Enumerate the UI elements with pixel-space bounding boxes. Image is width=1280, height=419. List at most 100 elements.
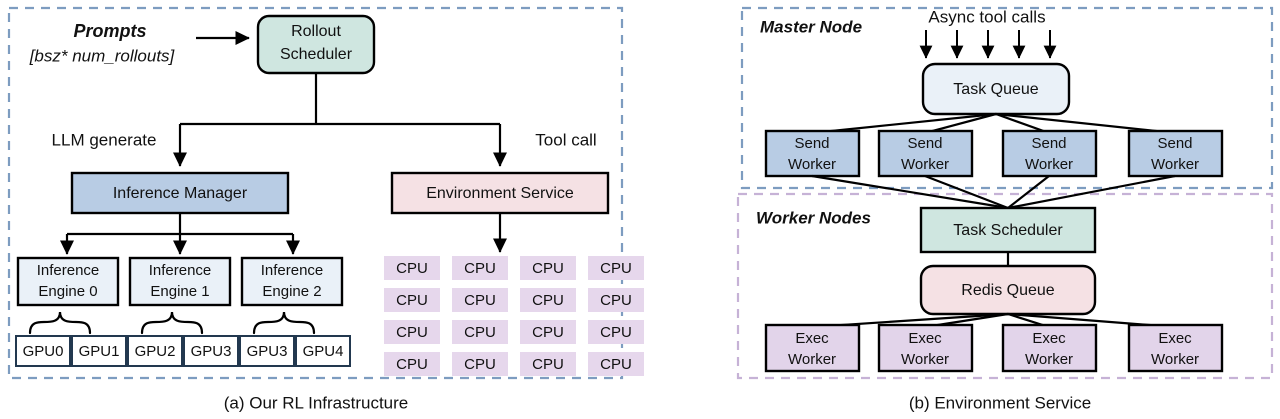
worker-nodes-panel-border xyxy=(736,192,1274,380)
task-scheduler-label: Task Scheduler xyxy=(953,222,1063,239)
task-queue-to-send-workers-connector xyxy=(811,112,1176,135)
inference-engine-0-node[interactable]: Inference Engine 0 xyxy=(16,256,120,307)
inference-engine-2-box xyxy=(240,256,344,307)
send-worker-1-label-2: Worker xyxy=(901,156,949,173)
cpu-cell-r2c2[interactable]: CPU xyxy=(520,320,576,344)
inference-engine-2-label-2: Engine 2 xyxy=(262,283,321,300)
rollout-scheduler-label-2: Scheduler xyxy=(280,46,353,63)
cpu-grid: CPU CPU CPU CPU CPU xyxy=(384,256,644,376)
send-worker-2-label-2: Worker xyxy=(1025,156,1073,173)
exec-worker-0-label-1: Exec xyxy=(795,330,829,347)
task-scheduler-box xyxy=(919,206,1097,254)
task-queue-node[interactable]: Task Queue xyxy=(921,62,1071,116)
send-worker-2-label-1: Send xyxy=(1031,135,1066,152)
send-worker-3-label-1: Send xyxy=(1157,135,1192,152)
cpu-cell-r3c0[interactable]: CPU xyxy=(384,352,440,376)
cpu-cell-r1c1[interactable]: CPU xyxy=(452,288,508,312)
environment-service-node[interactable]: Environment Service xyxy=(390,171,610,215)
inference-engine-0-label-2: Engine 0 xyxy=(38,283,97,300)
cpu-cell-r2c0-label: CPU xyxy=(396,324,428,341)
redis-queue-label: Redis Queue xyxy=(961,282,1054,299)
brace-engine-2 xyxy=(252,311,316,335)
cpu-cell-r1c2[interactable]: CPU xyxy=(520,288,576,312)
cpu-cell-r0c0-label: CPU xyxy=(396,260,428,277)
cpu-cell-r2c0[interactable]: CPU xyxy=(384,320,440,344)
cpu-cell-r0c2[interactable]: CPU xyxy=(520,256,576,280)
gpu-box-2-label: GPU2 xyxy=(135,343,176,360)
worker-nodes-title: Worker Nodes xyxy=(756,208,871,227)
cpu-cell-r3c2-label: CPU xyxy=(532,356,564,373)
panel-a-border xyxy=(7,6,624,380)
inference-engine-1-node[interactable]: Inference Engine 1 xyxy=(128,256,232,307)
cpu-cell-r2c3[interactable]: CPU xyxy=(588,320,644,344)
redis-queue-node[interactable]: Redis Queue xyxy=(919,264,1097,316)
master-node-panel-border xyxy=(740,6,1274,190)
async-tool-calls-label: Async tool calls xyxy=(928,7,1045,26)
gpu-box-0-label: GPU0 xyxy=(23,343,64,360)
send-worker-2[interactable]: Send Worker xyxy=(1001,129,1098,178)
edge-label-tool-call: Tool call xyxy=(535,130,596,149)
exec-worker-3-label-1: Exec xyxy=(1158,330,1192,347)
gpu-box-4-label: GPU3 xyxy=(247,343,288,360)
send-worker-3-label-2: Worker xyxy=(1151,156,1199,173)
cpu-cell-r0c1-label: CPU xyxy=(464,260,496,277)
exec-worker-1-label-1: Exec xyxy=(908,330,942,347)
prompts-block: Prompts [bsz* num_rollouts] xyxy=(29,21,176,66)
cpu-cell-r2c1[interactable]: CPU xyxy=(452,320,508,344)
inference-manager-label: Inference Manager xyxy=(113,185,248,202)
send-worker-1[interactable]: Send Worker xyxy=(877,129,974,178)
cpu-cell-r0c3[interactable]: CPU xyxy=(588,256,644,280)
gpu-box-4[interactable]: GPU3 xyxy=(239,335,295,367)
exec-worker-0[interactable]: Exec Worker xyxy=(764,323,861,373)
send-workers-to-task-scheduler-connector xyxy=(811,174,1176,210)
environment-service-label: Environment Service xyxy=(426,185,574,202)
inference-manager-node[interactable]: Inference Manager xyxy=(70,171,290,215)
task-queue-label: Task Queue xyxy=(953,81,1038,98)
cpu-cell-r0c1[interactable]: CPU xyxy=(452,256,508,280)
gpu-box-0[interactable]: GPU0 xyxy=(15,335,71,367)
cpu-cell-r2c2-label: CPU xyxy=(532,324,564,341)
panel-b-caption: (b) Environment Service xyxy=(909,393,1091,412)
exec-worker-3[interactable]: Exec Worker xyxy=(1127,323,1224,373)
task-scheduler-node[interactable]: Task Scheduler xyxy=(919,206,1097,254)
exec-worker-2[interactable]: Exec Worker xyxy=(1001,323,1098,373)
rollout-scheduler-label-1: Rollout xyxy=(291,23,341,40)
brace-engine-1 xyxy=(140,311,204,335)
cpu-cell-r3c3[interactable]: CPU xyxy=(588,352,644,376)
send-worker-0[interactable]: Send Worker xyxy=(764,129,861,178)
cpu-cell-r1c1-label: CPU xyxy=(464,292,496,309)
cpu-cell-r1c0[interactable]: CPU xyxy=(384,288,440,312)
inference-engine-0-box xyxy=(16,256,120,307)
gpu-row: GPU0 GPU1 GPU2 GPU3 GPU3 xyxy=(15,335,351,367)
cpu-cell-r1c3[interactable]: CPU xyxy=(588,288,644,312)
inference-manager-fanout-connector xyxy=(59,213,301,255)
send-worker-0-label-1: Send xyxy=(794,135,829,152)
cpu-cell-r3c3-label: CPU xyxy=(600,356,632,373)
environment-service-box xyxy=(390,171,610,215)
cpu-cell-r2c1-label: CPU xyxy=(464,324,496,341)
inference-engine-2-node[interactable]: Inference Engine 2 xyxy=(240,256,344,307)
exec-worker-1[interactable]: Exec Worker xyxy=(877,323,974,373)
edge-label-llm-generate: LLM generate xyxy=(52,130,157,149)
gpu-box-5[interactable]: GPU4 xyxy=(295,335,351,367)
panel-b: Master Node Worker Nodes Async tool call… xyxy=(736,6,1274,412)
rollout-scheduler-node[interactable]: Rollout Scheduler xyxy=(256,14,376,75)
gpu-box-1[interactable]: GPU1 xyxy=(71,335,127,367)
master-node-title: Master Node xyxy=(760,17,862,36)
gpu-box-5-label: GPU4 xyxy=(303,343,344,360)
gpu-box-2[interactable]: GPU2 xyxy=(127,335,183,367)
gpu-box-3[interactable]: GPU3 xyxy=(183,335,239,367)
send-worker-3[interactable]: Send Worker xyxy=(1127,129,1224,178)
exec-worker-0-label-2: Worker xyxy=(788,351,836,368)
cpu-cell-r0c0[interactable]: CPU xyxy=(384,256,440,280)
inference-engine-0-label-1: Inference xyxy=(37,262,100,279)
cpu-cell-r3c1[interactable]: CPU xyxy=(452,352,508,376)
cpu-cell-r2c3-label: CPU xyxy=(600,324,632,341)
cpu-cell-r3c2[interactable]: CPU xyxy=(520,352,576,376)
cpu-cell-r3c0-label: CPU xyxy=(396,356,428,373)
exec-worker-2-label-2: Worker xyxy=(1025,351,1073,368)
cpu-cell-r1c3-label: CPU xyxy=(600,292,632,309)
panel-a: Prompts [bsz* num_rollouts] Rollout Sche… xyxy=(7,6,644,412)
